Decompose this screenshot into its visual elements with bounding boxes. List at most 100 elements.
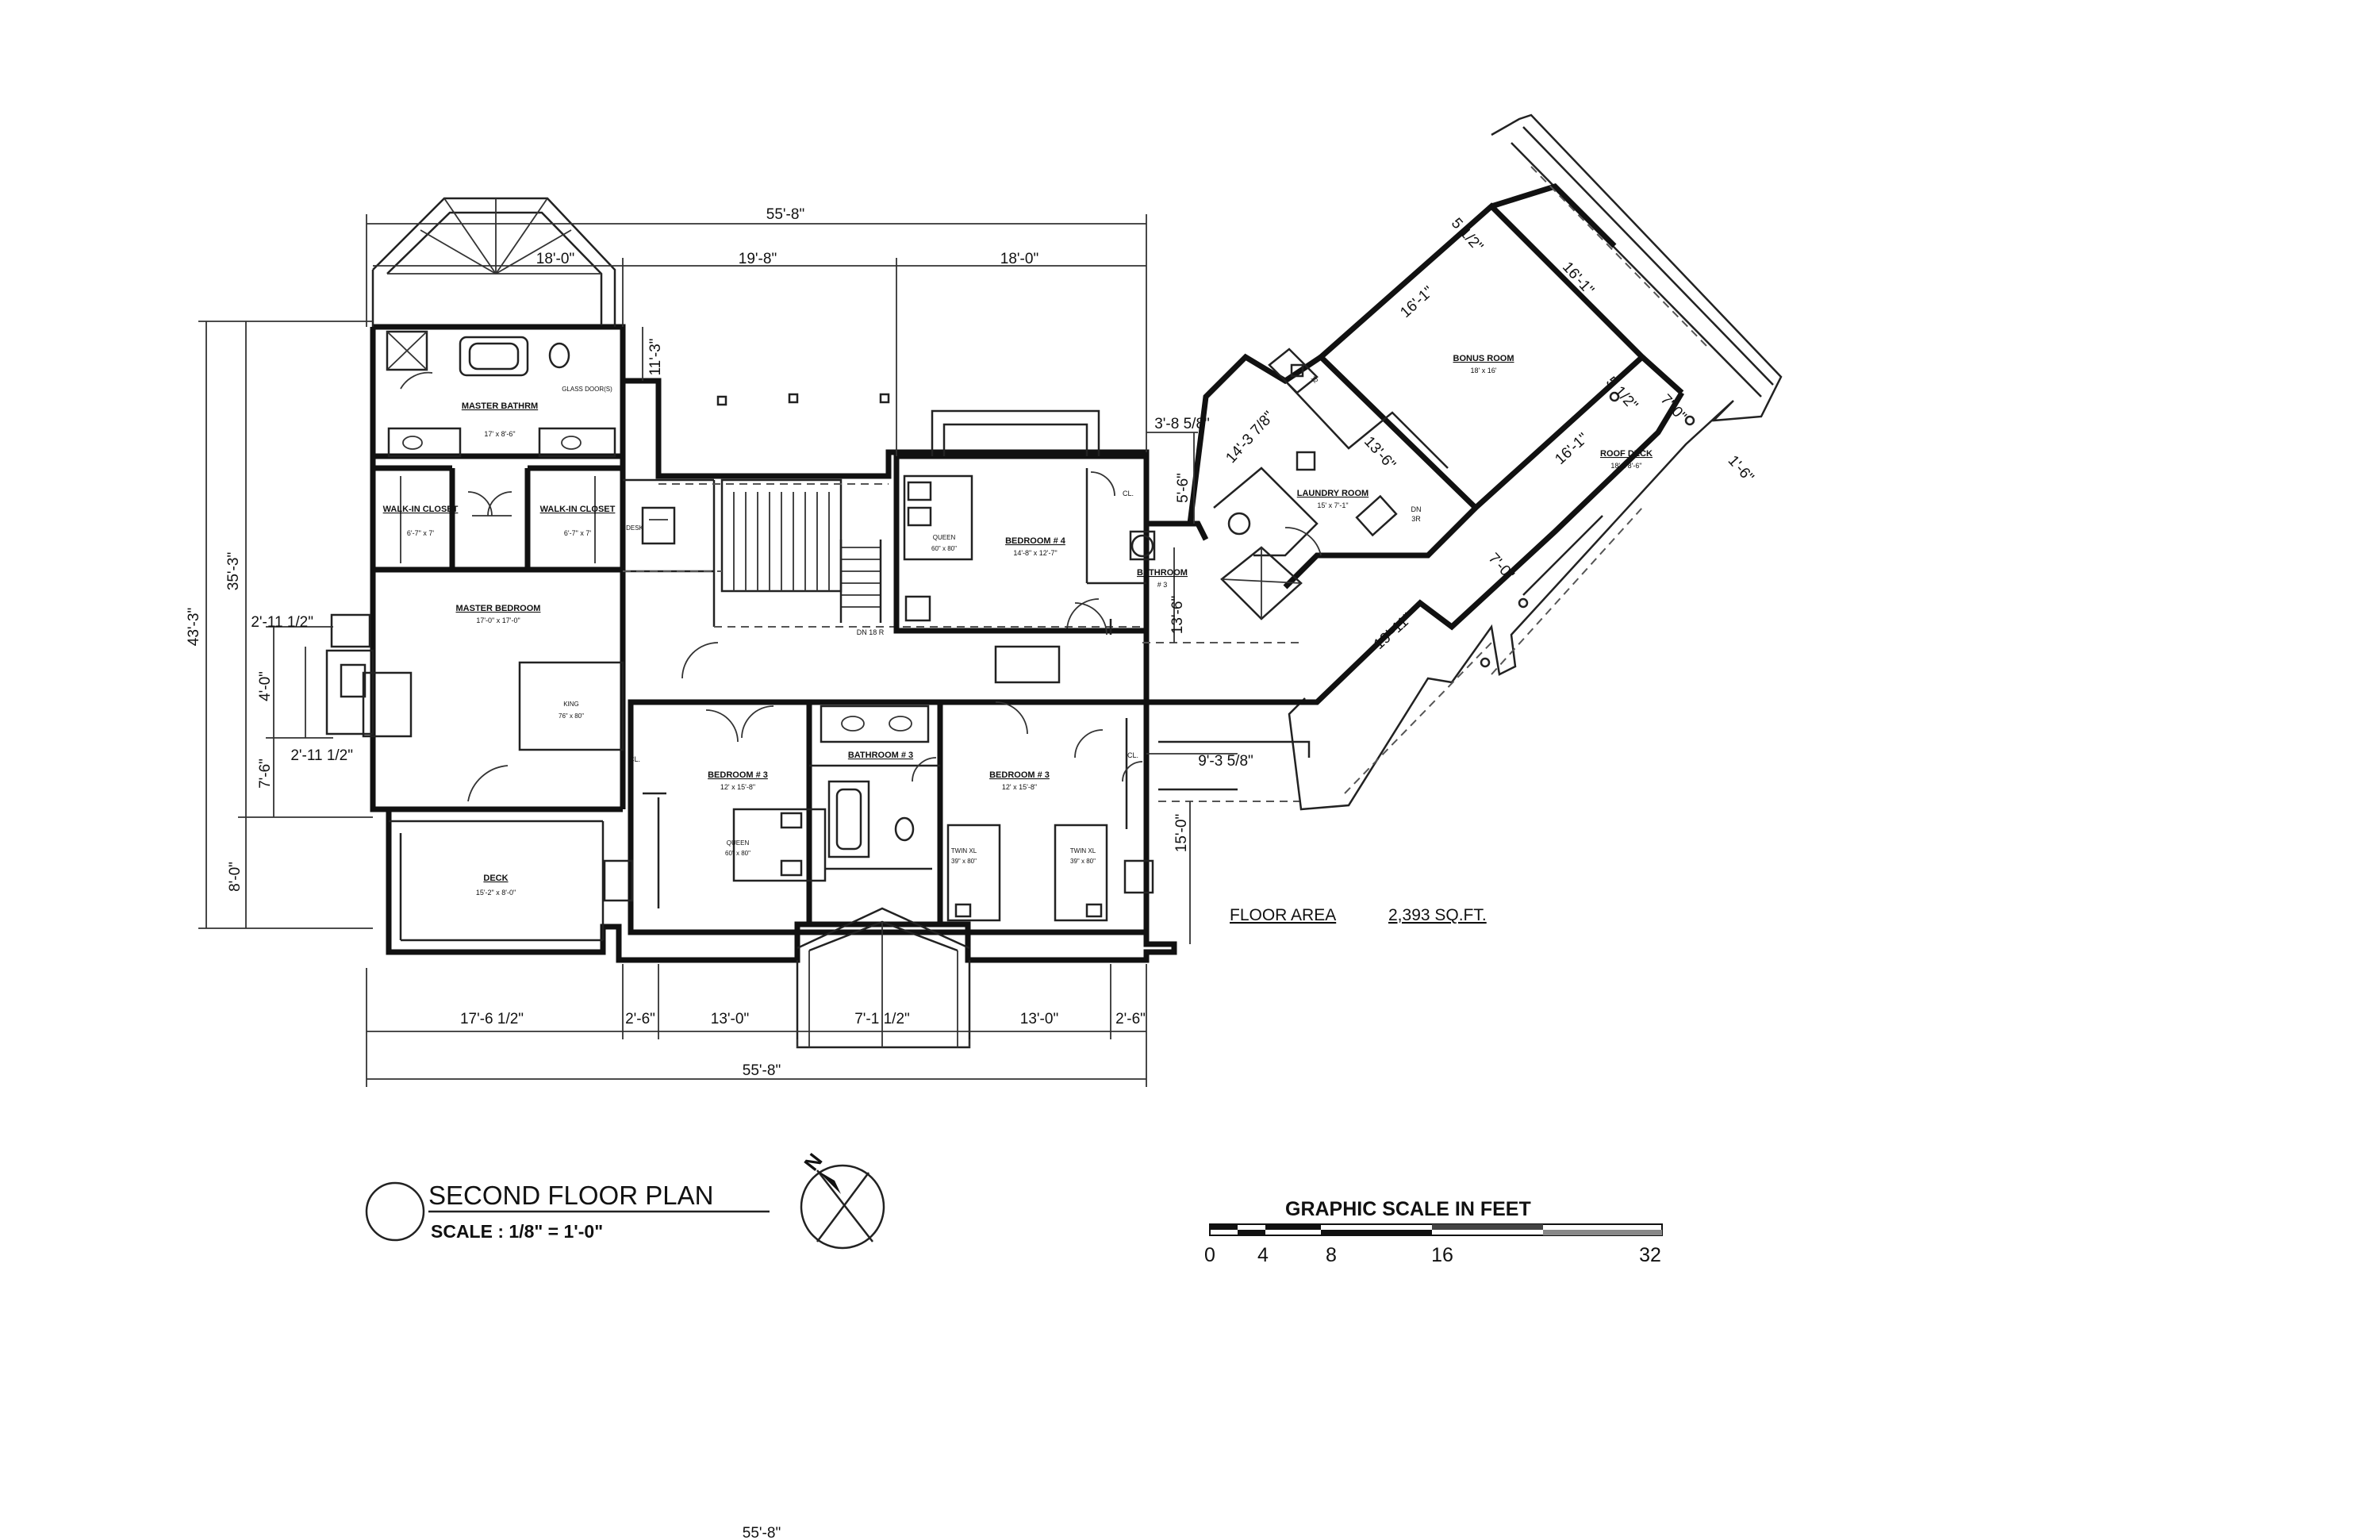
label-king: KING [563,701,579,708]
svg-text:6'-7" x 7': 6'-7" x 7' [564,529,591,537]
title-block: SECOND FLOOR PLAN SCALE : 1/8" = 1'-0" N [365,1149,885,1250]
svg-text:3R: 3R [1411,515,1421,523]
dim-bottom-a: 17'-6 1/2" [460,1011,524,1027]
label-walkin-right: WALK-IN CLOSET [540,505,616,514]
dim-bottom-b: 2'-6" [625,1011,655,1027]
label-walkin-left: WALK-IN CLOSET [383,505,459,514]
dim-conn-e: 15'-0" [1173,814,1190,852]
label-twin-1: TWIN XL [951,847,977,854]
svg-text:15' x 7'-1": 15' x 7'-1" [1317,501,1348,509]
svg-text:17'-0" x 17'-0": 17'-0" x 17'-0" [476,616,520,624]
bedroom-4-walls [893,453,1150,634]
label-roof-deck: ROOF DECK [1600,449,1653,459]
toilet-3 [894,816,915,842]
graphic-scale-title: GRAPHIC SCALE IN FEET [1285,1198,1531,1220]
plan-scale: SCALE : 1/8" = 1'-0" [431,1221,603,1242]
dim-wing-k: 7'-0" [1485,550,1518,583]
wing-roof-outline [1288,113,1783,811]
fireplace [325,649,374,735]
front-gable [796,960,971,1049]
dim-left-e: 8'-0" [227,862,244,892]
dim-left-a: 2'-11 1/2" [251,614,313,631]
label-bedroom-3a: BEDROOM # 3 [708,770,768,780]
dim-wing-l: 12 [1310,374,1320,385]
dim-conn-c: 13'-6" [1169,596,1186,634]
label-dn-2: DN [1411,505,1422,513]
dim-wing-j: 19'-11" [1371,610,1416,653]
exterior-wall [370,324,1177,963]
floor-area-label: FLOOR AREA [1230,906,1336,924]
svg-text:76" x 80": 76" x 80" [559,712,584,720]
north-arrow-icon: N [799,1149,885,1250]
dim-top-overall: 55'-8" [766,206,804,223]
label-queen-4: QUEEN [933,534,956,541]
scale-tick-32: 32 [1639,1244,1661,1266]
svg-text:14'-8" x 12'-7": 14'-8" x 12'-7" [1013,549,1057,557]
dim-top-right: 18'-0" [1000,251,1038,267]
connector [1146,520,1311,802]
dim-left-b: 4'-0" [257,671,274,701]
label-queen-3: QUEEN [727,839,750,847]
bathtub [459,336,529,377]
dim-wing-e: 5 1/2" [1448,215,1486,255]
queen-bed-4 [903,474,973,561]
label-bedroom-3b: BEDROOM # 3 [989,770,1050,780]
dim-right-top: 11'-3" [647,339,664,376]
floor-area-note: FLOOR AREA 2,393 SQ.FT. [1230,906,1487,924]
main-house [325,197,1301,1049]
twin-bed-2 [1054,824,1108,922]
bonus-wing [1187,113,1783,811]
label-cl-1: CL. [1123,490,1134,497]
label-master-bathrm: MASTER BATHRM [462,401,538,411]
svg-text:15'-2" x 8'-0": 15'-2" x 8'-0" [476,889,516,897]
svg-text:12' x 15'-8": 12' x 15'-8" [1002,783,1037,791]
scale-tick-0: 0 [1204,1244,1215,1266]
dim-wing-i: 1'-6" [1725,452,1757,486]
title-circle-icon [365,1181,425,1242]
svg-text:12' x 15'-8": 12' x 15'-8" [720,783,755,791]
svg-text:17' x 8'-6": 17' x 8'-6" [484,430,515,438]
dim-bottom-d: 7'-1 1/2" [854,1011,910,1027]
svg-text:60" x 80": 60" x 80" [725,850,750,857]
label-laundry: LAUNDRY ROOM [1297,489,1368,498]
double-vanity [820,705,930,743]
label-deck: DECK [483,874,508,883]
dim-conn-d: 9'-3 5/8" [1198,753,1253,770]
svg-text:6'-7" x 7': 6'-7" x 7' [407,529,434,537]
bathtub-3 [827,780,870,858]
label-bedroom-4: BEDROOM # 4 [1005,536,1066,546]
label-master-bedroom: MASTER BEDROOM [456,604,541,613]
bay-window [372,197,616,327]
svg-text:39" x 80": 39" x 80" [951,858,977,865]
vanity-left [387,427,462,458]
label-bathroom-4: BATHROOM [1137,568,1188,578]
bedroom-4-dormer [931,409,1100,456]
floor-area-value: 2,393 SQ.FT. [1388,906,1487,924]
svg-text:18' x 8'-6": 18' x 8'-6" [1610,462,1641,470]
room-labels: MASTER BATHRM 17' x 8'-6" GLASS DOOR(S) … [383,354,1653,897]
bedroom-row-walls [628,699,1150,935]
label-desk: DESK [626,524,643,532]
scale-tick-16: 16 [1431,1244,1453,1266]
plan-title: SECOND FLOOR PLAN [428,1181,713,1210]
label-bonus-room: BONUS ROOM [1453,354,1514,363]
shower [386,330,428,371]
svg-text:39" x 80": 39" x 80" [1070,858,1096,865]
footer-fragment: 55'-8" [743,1525,781,1540]
dim-wing-b: 13'-6" [1361,433,1399,473]
dimension-lines [198,214,1238,1087]
dim-top-left: 18'-0" [536,251,574,267]
dim-wing-c: 16'-1" [1397,283,1437,321]
dim-top-mid: 19'-8" [739,251,777,267]
svg-text:18' x 16': 18' x 16' [1471,367,1497,374]
label-twin-2: TWIN XL [1070,847,1096,854]
label-bathroom-3: BATHROOM # 3 [848,751,913,760]
queen-bed-3 [732,808,827,882]
hall-window [994,645,1061,684]
label-glass-door: GLASS DOOR(S) [562,386,612,393]
dim-bottom-c: 13'-0" [711,1011,749,1027]
dim-wing-h: 7'-0" [1657,391,1690,424]
label-cl-2: CL. [629,755,640,763]
dim-left-inner: 35'-3" [225,552,242,590]
